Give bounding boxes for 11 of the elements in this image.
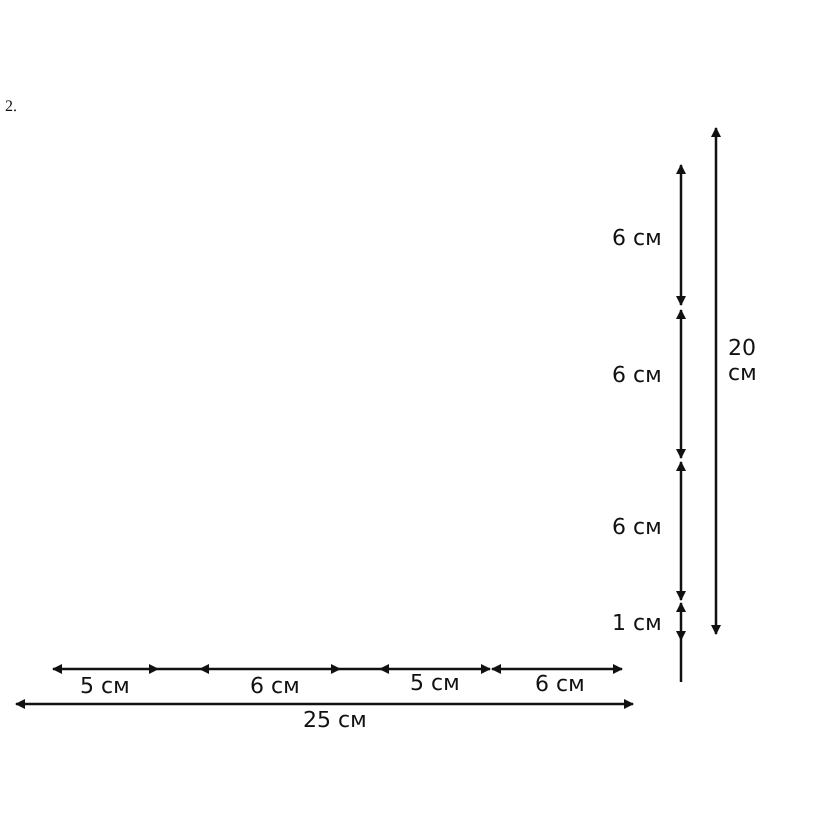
dimension-label: 6 см [612, 515, 662, 540]
dimension-label: 5 см [410, 671, 460, 696]
dimension-label: 6 см [612, 226, 662, 252]
dimension-label: 25 см [303, 708, 367, 734]
dimension-label: 6 см [535, 672, 585, 698]
figure-number: 2. [5, 98, 17, 116]
dimension-label: 6 см [612, 363, 662, 388]
dimension-label: 5 см [80, 674, 130, 700]
dimension-label: 6 см [250, 674, 300, 700]
dimension-label: 20 см [728, 336, 758, 387]
dimension-label: 1 см [612, 611, 662, 636]
